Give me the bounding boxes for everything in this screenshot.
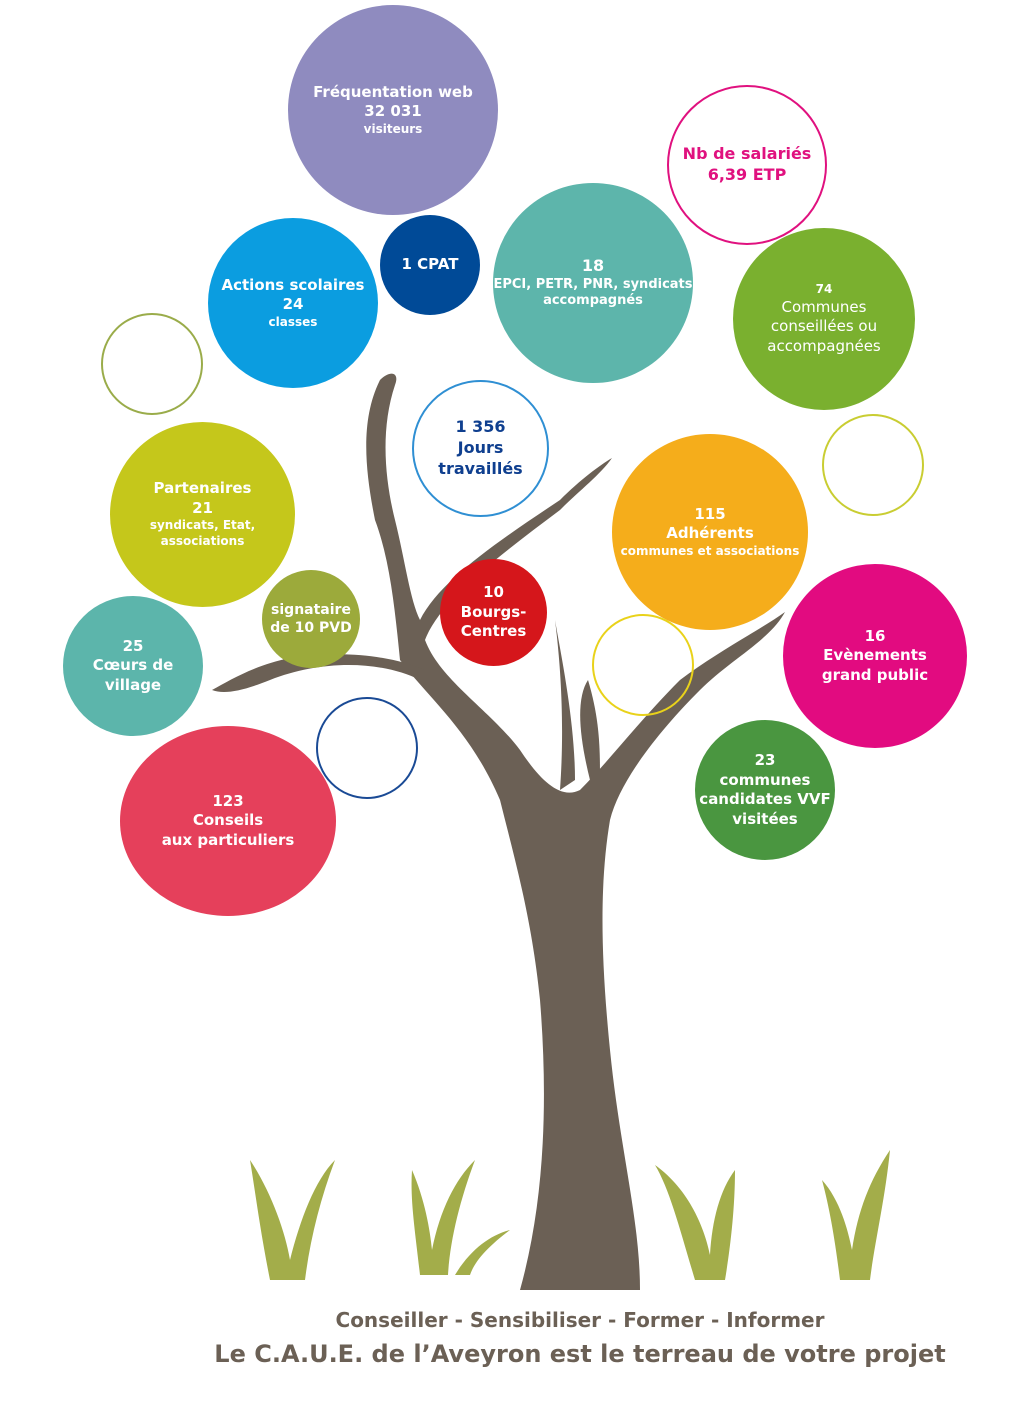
bubble-line: village [104, 675, 162, 694]
bubble-value: 16 [864, 626, 886, 645]
footer-slogan: Le C.A.U.E. de l’Aveyron est le terreau … [214, 1340, 946, 1368]
bubble-web: Fréquentation web 32 031 visiteurs [288, 5, 498, 215]
bubble-value: 74 [815, 281, 833, 296]
bubble-salaries: Nb de salariés 6,39 ETP [667, 85, 827, 245]
empty-circle-yellow [592, 614, 694, 716]
bubble-sub: classes [268, 314, 318, 329]
bubble-line: signataire [271, 601, 351, 618]
bubble-title: Actions scolaires [221, 275, 365, 294]
bubble-line: associations [160, 534, 245, 548]
bubble-value: 123 [212, 791, 244, 810]
bubble-adherents: 115 Adhérents communes et associations [612, 434, 808, 630]
bubble-line: visitées [732, 809, 798, 828]
bubble-value: 23 [754, 751, 776, 769]
bubble-line: accompagnées [767, 336, 881, 355]
bubble-evenements: 16 Evènements grand public [783, 564, 967, 748]
bubble-sub: visiteurs [363, 121, 423, 136]
bubble-line: communes [719, 770, 811, 789]
tree-trunk [212, 373, 785, 1290]
bubble-line: conseillées ou [770, 317, 878, 336]
bubble-bourgs: 10 Bourgs- Centres [440, 559, 547, 666]
bubble-line: Cœurs de [92, 656, 174, 675]
bubble-value: 32 031 [364, 102, 422, 121]
bubble-title: Nb de salariés [682, 144, 812, 164]
bubble-pvd: signataire de 10 PVD [262, 570, 360, 668]
bubble-epci: 18 EPCI, PETR, PNR, syndicats accompagné… [493, 183, 693, 383]
bubble-title: Fréquentation web [313, 82, 473, 101]
bubble-line: Communes [781, 297, 867, 316]
bubble-line: syndicats, Etat, [149, 518, 256, 533]
empty-circles [101, 313, 924, 799]
bubble-value: 21 [192, 498, 213, 517]
empty-circle-navy [316, 697, 418, 799]
bubble-sub: accompagnés [543, 293, 643, 309]
bubble-value: 10 [483, 583, 504, 602]
bubble-communes: 74 Communes conseillées ou accompagnées [733, 228, 915, 410]
empty-circle-lime [822, 414, 924, 516]
bubble-line: de 10 PVD [270, 620, 352, 636]
footer-tagline: Conseiller - Sensibiliser - Former - Inf… [335, 1308, 825, 1332]
bubble-value: 25 [122, 636, 144, 655]
bubble-title: EPCI, PETR, PNR, syndicats [493, 276, 693, 292]
bubble-line: grand public [821, 665, 929, 684]
bubble-jours: 1 356 Jours travaillés [412, 380, 549, 517]
bubble-scolaires: Actions scolaires 24 classes [208, 218, 378, 388]
empty-circle-olive [101, 313, 203, 415]
bubble-vvf: 23 communes candidates VVF visitées [695, 720, 835, 860]
bubble-line: Centres [460, 622, 527, 641]
bubble-cpat: 1 CPAT [380, 215, 480, 315]
bubble-line: Bourgs- [460, 602, 527, 621]
bubble-partenaires: Partenaires 21 syndicats, Etat, associat… [110, 422, 295, 607]
bubble-value: 24 [282, 295, 304, 314]
bubble-sub: communes et associations [620, 543, 800, 558]
bubble-line: Jours [457, 438, 504, 458]
bubble-title: 1 CPAT [401, 255, 459, 274]
bubble-conseils: 123 Conseils aux particuliers [120, 726, 336, 916]
bubble-value: 6,39 ETP [707, 165, 787, 184]
bubble-line: Evènements [823, 646, 927, 665]
bubble-coeurs: 25 Cœurs de village [63, 596, 203, 736]
bubble-value: 1 356 [455, 417, 506, 437]
bubble-line: Conseils [192, 811, 264, 830]
bubble-line: travaillés [438, 458, 523, 478]
bubble-line: candidates VVF [699, 790, 831, 808]
bubble-title: Adhérents [666, 524, 754, 543]
bubble-value: 18 [581, 255, 605, 275]
grass-tufts [250, 1150, 890, 1280]
bubble-value: 115 [694, 504, 726, 523]
bubble-line: aux particuliers [161, 830, 295, 849]
bubble-title: Partenaires [153, 479, 252, 498]
